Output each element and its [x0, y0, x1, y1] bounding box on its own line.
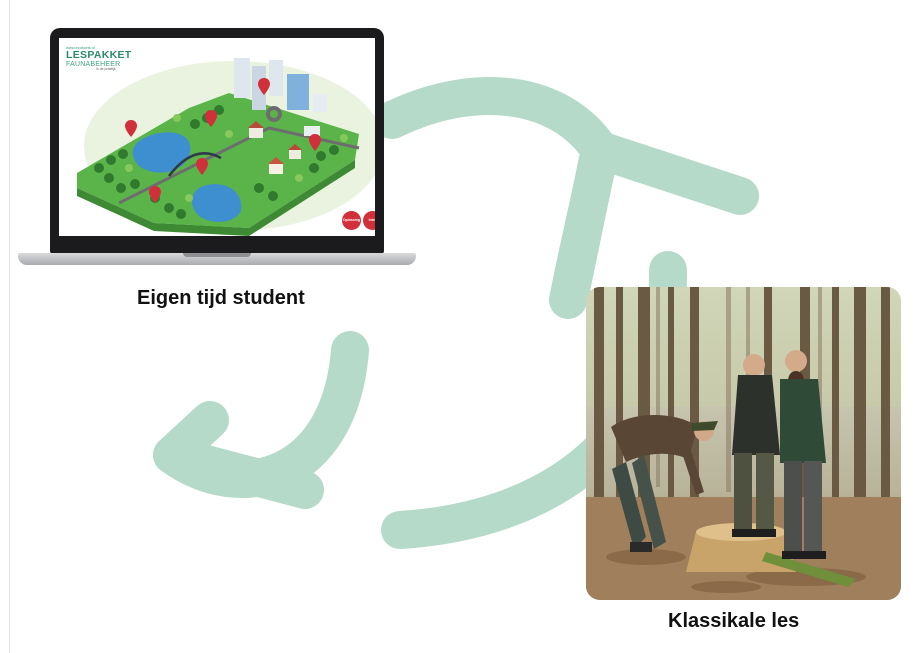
laptop-screen: www.ecotoets.nl LESPAKKET FAUNABEHEER in…	[59, 38, 375, 236]
logo-tagline: in de praktijk	[96, 66, 116, 71]
laptop-notch	[183, 253, 251, 257]
arrow-upper	[373, 77, 619, 169]
left-border-line	[9, 0, 10, 653]
lespakket-logo: www.ecotoets.nl LESPAKKET FAUNABEHEER in…	[66, 46, 132, 71]
laptop-mockup: www.ecotoets.nl LESPAKKET FAUNABEHEER in…	[18, 28, 416, 274]
logo-subtitle: FAUNABEHEER	[66, 60, 121, 68]
logo-small-text: www.ecotoets.nl	[66, 45, 95, 50]
laptop-base	[18, 253, 416, 265]
arrow-to-classroom-head	[153, 401, 324, 509]
forest-photo-illustration	[586, 287, 901, 600]
screen-button-oplossing[interactable]: Oplossing	[342, 211, 361, 230]
isometric-map-illustration	[77, 58, 375, 236]
arrow-to-student-head	[551, 131, 759, 313]
forest-class-photo	[586, 287, 901, 600]
label-classroom-lesson: Klassikale les	[668, 610, 800, 632]
logo-title: LESPAKKET	[66, 49, 132, 61]
laptop-lid: www.ecotoets.nl LESPAKKET FAUNABEHEER in…	[50, 28, 384, 254]
screen-button-intro[interactable]: Intro	[363, 211, 375, 230]
label-student-time: Eigen tijd student	[137, 287, 305, 309]
